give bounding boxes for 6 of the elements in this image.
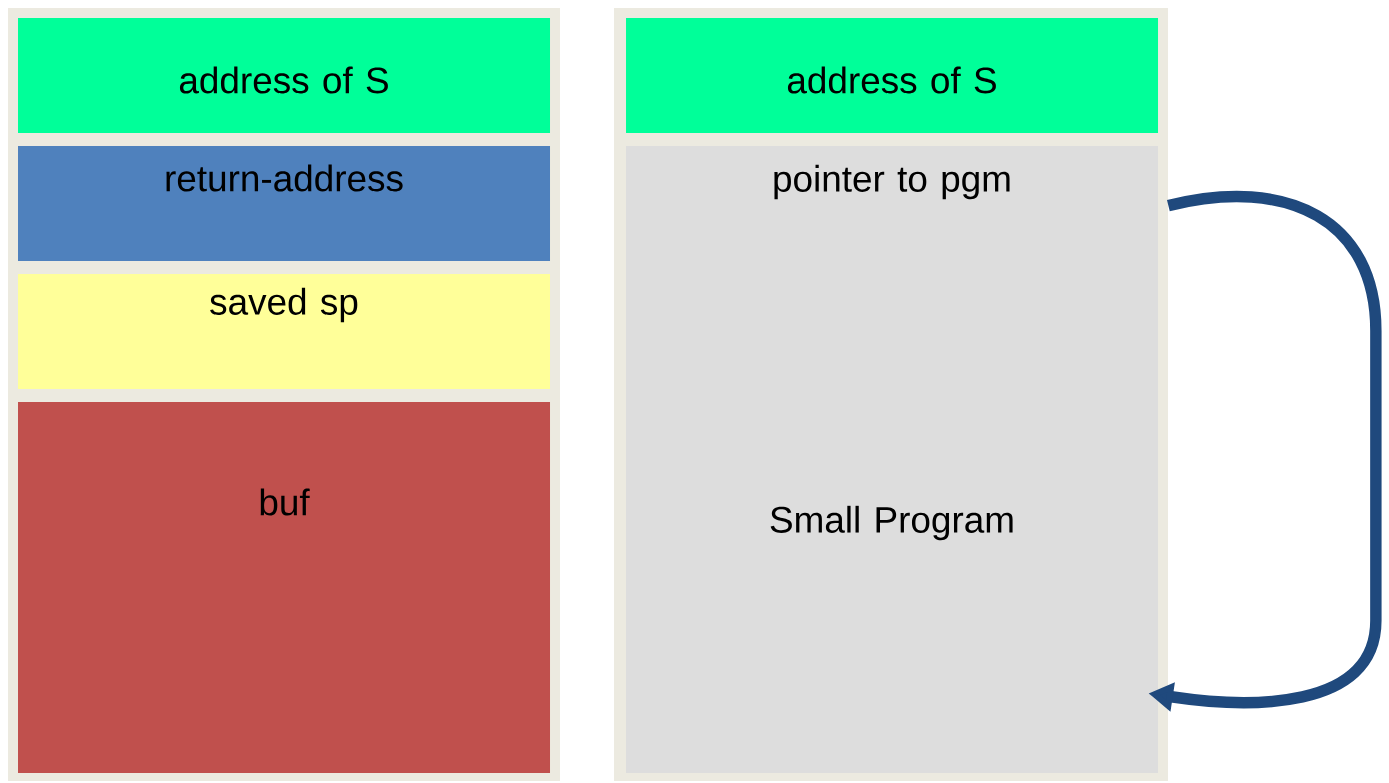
- stack-slot: pointer to pgm Small Program: [626, 146, 1158, 773]
- stack-slot: address of S: [626, 18, 1158, 133]
- stack-slot: saved sp: [18, 274, 550, 389]
- stack-slot: buf: [18, 402, 550, 773]
- stack-slot: address of S: [18, 18, 550, 133]
- stack-slot: return-address: [18, 146, 550, 261]
